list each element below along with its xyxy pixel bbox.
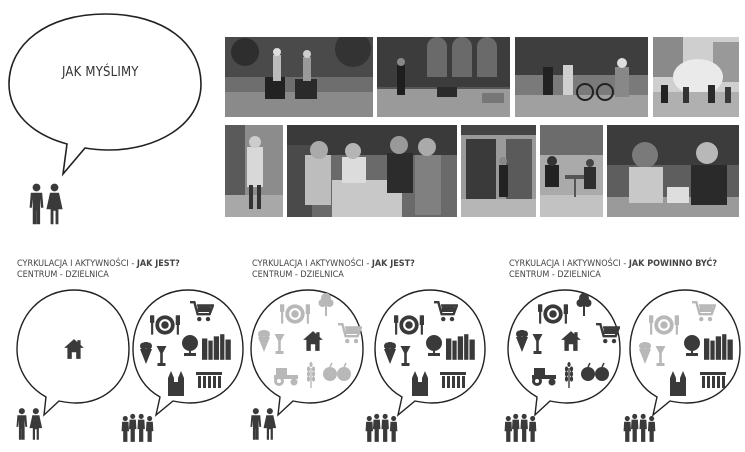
photo-shopfront-man	[461, 125, 536, 217]
wine-glass-icon	[156, 346, 167, 366]
panel-2-couple-icon	[250, 408, 277, 440]
panel-1-line2: CENTRUM - DZIELNICA	[17, 270, 109, 280]
photo-bench-bicycles	[515, 37, 648, 117]
panel-1-heading: CYRKULACJA I AKTYWNOŚCI - JAK JEST? CENT…	[17, 259, 180, 281]
ice-cream-icon	[516, 330, 528, 352]
photo-elderly-walking	[225, 125, 283, 217]
wheat-icon	[306, 362, 316, 388]
panel-3-line2: CENTRUM - DZIELNICA	[509, 270, 601, 280]
photo-cafe-tables	[540, 125, 603, 217]
church-icon	[412, 371, 428, 396]
wine-glass-icon	[532, 334, 543, 354]
house-icon	[303, 331, 323, 351]
apples-icon	[580, 362, 610, 382]
panel-2-line2: CENTRUM - DZIELNICA	[252, 270, 344, 280]
tractor-icon	[274, 368, 298, 386]
globe-icon	[684, 335, 700, 356]
shopping-cart-icon	[692, 300, 716, 323]
restaurant-plate-icon	[280, 304, 310, 324]
photo-square-people	[377, 37, 510, 117]
panel-1-bubble-left	[16, 289, 130, 417]
panel-1-question: JAK JEST?	[136, 259, 180, 269]
shopping-cart-icon	[190, 300, 214, 323]
ice-cream-icon	[258, 330, 270, 352]
speech-bubble-title	[8, 13, 202, 177]
restaurant-plate-icon	[538, 304, 568, 324]
tree-icon	[576, 293, 592, 316]
temple-icon	[700, 372, 726, 388]
house-icon	[64, 339, 84, 359]
shopping-cart-icon	[338, 322, 362, 345]
house-icon	[561, 331, 581, 351]
photo-chess-players	[287, 125, 457, 217]
restaurant-plate-icon	[649, 315, 679, 335]
globe-icon	[182, 335, 198, 356]
wheat-icon	[564, 362, 574, 388]
photo-fountain-crowd	[653, 37, 739, 117]
wine-glass-icon	[400, 346, 411, 366]
church-icon	[670, 371, 686, 396]
panel-3-group-icon-right	[623, 413, 656, 442]
panel-1-couple-icon	[16, 408, 43, 440]
panel-3-group-icon-left	[504, 413, 537, 442]
tractor-icon	[532, 368, 556, 386]
wine-glass-icon	[274, 334, 285, 354]
ice-cream-icon	[384, 342, 396, 364]
restaurant-plate-icon	[394, 315, 424, 335]
panel-2-heading: CYRKULACJA I AKTYWNOŚCI - JAK JEST? CENT…	[252, 259, 415, 281]
photo-cafe-couple	[607, 125, 739, 217]
panel-2-group-icon	[365, 413, 398, 442]
shopping-cart-icon	[434, 300, 458, 323]
ice-cream-icon	[140, 342, 152, 364]
wine-glass-icon	[655, 346, 666, 366]
books-icon	[704, 334, 733, 360]
panel-2-question: JAK JEST?	[371, 259, 415, 269]
panel-3-heading: CYRKULACJA I AKTYWNOŚCI - JAK POWINNO BY…	[509, 259, 717, 281]
books-icon	[446, 334, 475, 360]
temple-icon	[196, 372, 222, 388]
panel-1-line1: CYRKULACJA I AKTYWNOŚCI -	[17, 259, 137, 269]
panel-2-line1: CYRKULACJA I AKTYWNOŚCI -	[252, 259, 372, 269]
church-icon	[168, 371, 184, 396]
tree-icon	[318, 293, 334, 316]
globe-icon	[426, 335, 442, 356]
books-icon	[202, 334, 231, 360]
restaurant-plate-icon	[150, 315, 180, 335]
apples-icon	[322, 362, 352, 382]
panel-1-group-icon	[121, 413, 154, 442]
couple-icon	[29, 183, 63, 225]
ice-cream-icon	[639, 342, 651, 364]
photo-prams-women	[225, 37, 373, 117]
temple-icon	[440, 372, 466, 388]
panel-3-line1: CYRKULACJA I AKTYWNOŚCI -	[509, 259, 629, 269]
bubble-title: JAK MYŚLIMY	[62, 65, 139, 80]
shopping-cart-icon	[596, 322, 620, 345]
panel-3-question: JAK POWINNO BYĆ?	[628, 259, 718, 269]
